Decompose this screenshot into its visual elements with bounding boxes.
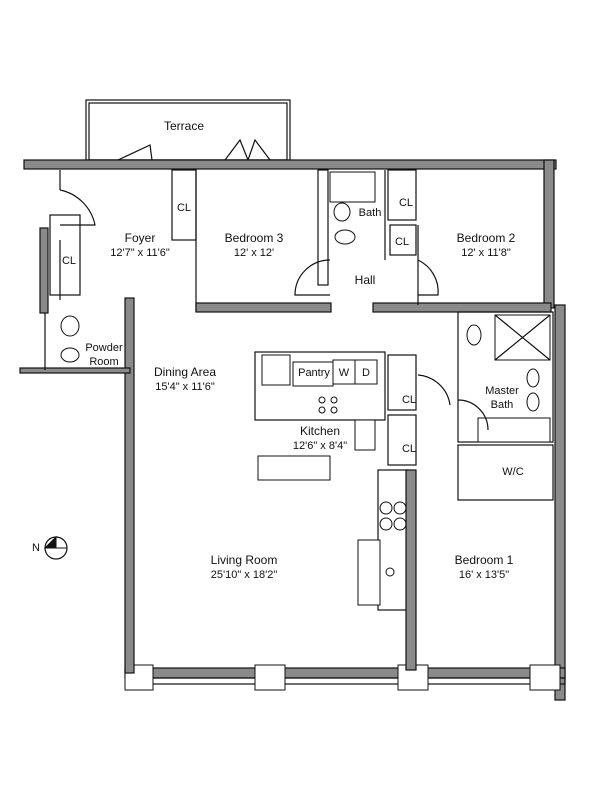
- label-dryer: D: [362, 367, 370, 379]
- room-size-bedroom2: 12' x 11'8": [461, 247, 511, 259]
- counter: [377, 469, 409, 611]
- room-label-master-bath: Master Bath: [485, 385, 519, 411]
- bathtub: [477, 417, 551, 443]
- terrace-doors: [117, 138, 271, 161]
- room-label-hall: Hall: [354, 273, 376, 287]
- column: [529, 664, 561, 691]
- exterior-wall-top: [23, 159, 557, 170]
- closet-label: CL: [401, 443, 417, 455]
- closet-hall: [389, 224, 417, 256]
- label-washer: W: [338, 367, 350, 379]
- closet-master-1: [387, 354, 417, 411]
- sink: [60, 315, 80, 337]
- closet-label: CL: [398, 197, 414, 209]
- room-label-living: Living Room: [210, 553, 278, 567]
- door-swing: [59, 189, 96, 226]
- door-swing: [417, 259, 439, 296]
- column: [254, 664, 286, 691]
- interior-wall: [195, 302, 332, 313]
- interior-wall: [405, 469, 417, 671]
- label-pantry: Pantry: [298, 367, 330, 379]
- powder-room-wall: [19, 367, 131, 374]
- compass-icon: [43, 535, 68, 560]
- room-size-bedroom1: 16' x 13'5": [458, 569, 510, 581]
- exterior-wall-left-foyer: [39, 227, 49, 314]
- room-size-bedroom3: 12' x 12': [233, 247, 275, 259]
- closet-label: CL: [176, 202, 192, 214]
- room-label-wc: W/C: [502, 466, 524, 478]
- exterior-wall-left-dining: [124, 297, 135, 674]
- room-label-dining: Dining Area: [153, 365, 217, 379]
- closet-label: CL: [61, 255, 77, 267]
- counter-peninsula: [357, 539, 381, 606]
- room-label-foyer: Foyer: [124, 231, 156, 245]
- room-label-powder-room: Powder Room: [85, 342, 123, 368]
- room-label-terrace: Terrace: [163, 119, 205, 133]
- room-label-bedroom3: Bedroom 3: [224, 231, 284, 245]
- wc-outline: [457, 444, 554, 501]
- exterior-wall-right-lower: [554, 304, 566, 701]
- interior-wall: [372, 302, 552, 313]
- toilet: [60, 347, 80, 363]
- room-size-dining: 15'4" x 11'6": [155, 381, 215, 393]
- room-label-bath: Bath: [358, 207, 382, 219]
- closet-label: CL: [401, 394, 417, 406]
- room-size-kitchen: 12'6" x 8'4": [292, 440, 348, 452]
- closet-label: CL: [394, 236, 410, 248]
- closet-bedroom3: [171, 169, 197, 241]
- window-sill: [129, 677, 566, 685]
- dryer: [354, 359, 378, 385]
- sink: [333, 202, 351, 222]
- compass-label: N: [32, 542, 40, 554]
- toilet: [334, 229, 356, 245]
- sink: [526, 368, 540, 388]
- bathtub: [329, 171, 376, 203]
- door-swing: [294, 259, 331, 296]
- refrigerator: [261, 354, 291, 386]
- room-label-bedroom1: Bedroom 1: [454, 553, 514, 567]
- kitchen-counter: [254, 351, 386, 421]
- exterior-wall-bottom: [124, 667, 566, 679]
- closet-master-2: [387, 414, 417, 466]
- room-size-foyer: 12'7" x 11'6": [110, 247, 170, 259]
- toilet: [466, 324, 482, 346]
- room-label-bedroom2: Bedroom 2: [456, 231, 516, 245]
- pantry-box: [292, 361, 334, 387]
- exterior-wall-right-upper: [543, 159, 555, 309]
- kitchen-sink: [354, 419, 376, 451]
- column: [124, 664, 154, 691]
- room-size-living: 25'10" x 18'2": [210, 569, 278, 581]
- room-label-kitchen: Kitchen: [299, 424, 341, 438]
- kitchen-island: [257, 455, 331, 481]
- closet-bedroom2: [387, 169, 417, 221]
- sink: [526, 392, 540, 412]
- closet-foyer: [49, 214, 81, 296]
